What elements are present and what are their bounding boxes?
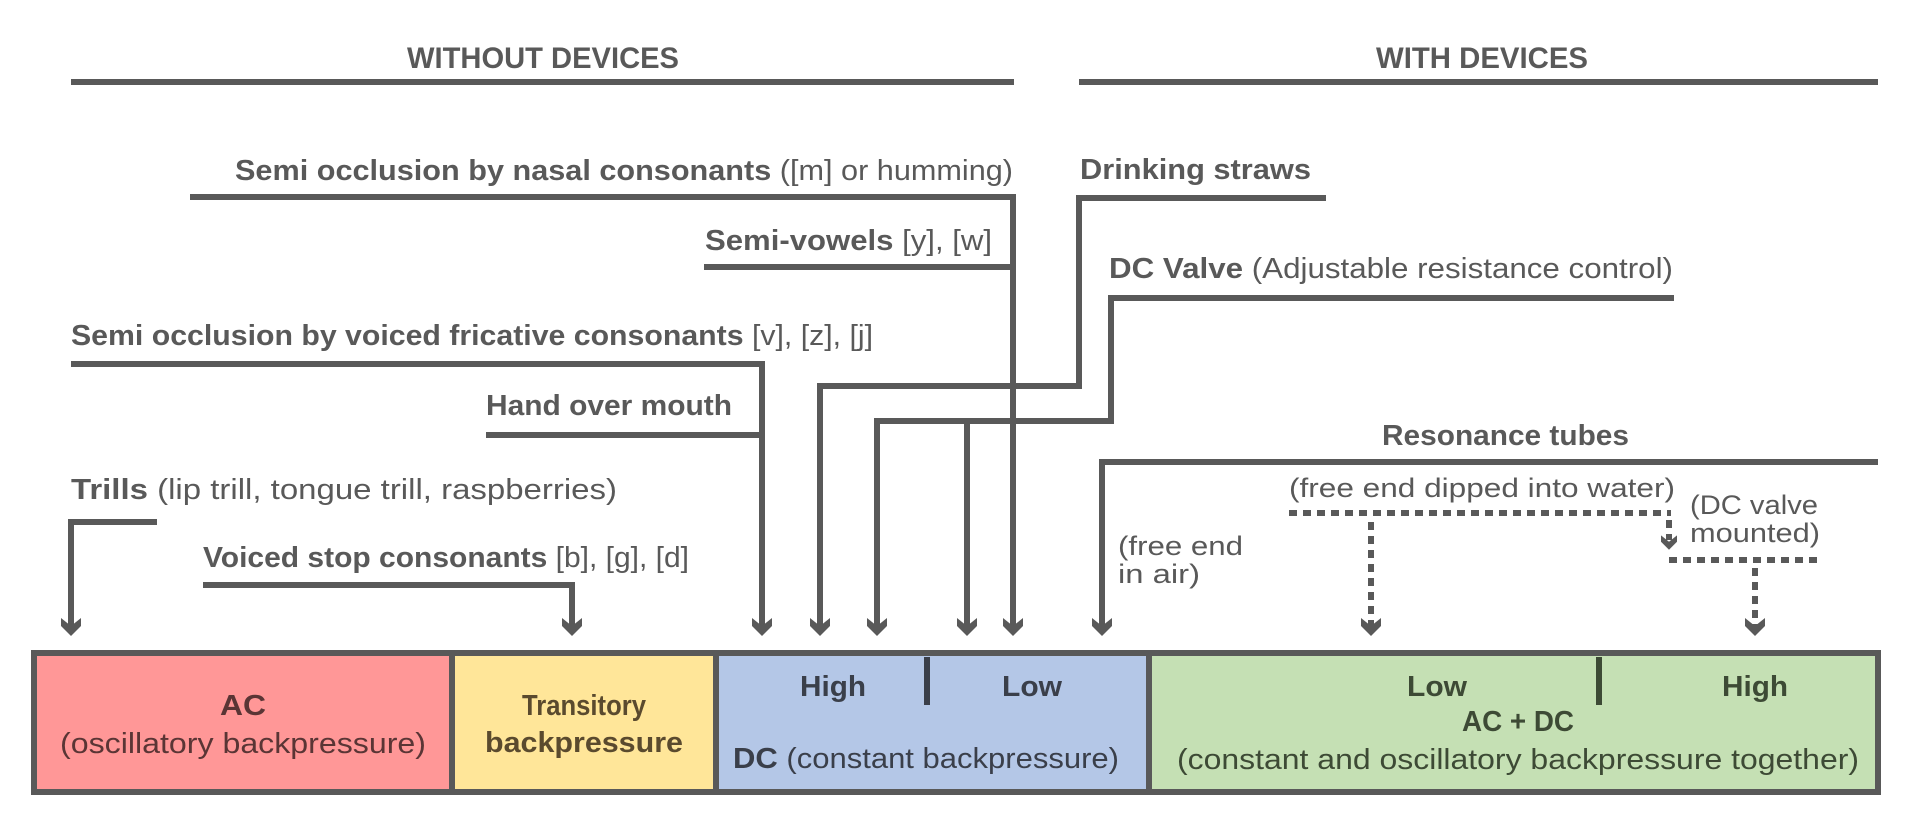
category-dc [716,653,1149,792]
connector-dc-valve-line [874,295,1674,628]
arrow-down-icon [1745,618,1765,636]
connector-drinking-straws [810,195,1326,636]
category-ac [34,653,449,792]
connector-nasal [190,194,1023,636]
note-dc-valve-mounted-line1: (DC valve [1690,490,1818,520]
section-title-with-devices: WITH DEVICES [1376,42,1588,75]
section-with-devices: WITH DEVICES [1079,42,1878,85]
connector-straws-line [817,195,1326,628]
category-ac-dc-subtitle: (constant and oscillatory backpressure t… [1177,744,1859,776]
label-drinking-straws: Drinking straws [1080,154,1311,186]
category-transitory [449,653,716,792]
section-title-without-devices: WITHOUT DEVICES [407,42,679,75]
acdc-level-divider [1596,657,1602,705]
category-dc-label: DC (constant backpressure) [733,743,1119,775]
label-hand-over-mouth: Hand over mouth [486,390,732,422]
category-ac-dc [1149,653,1878,792]
connector-fricatives-line [71,361,765,628]
dc-level-high: High [800,671,866,703]
note-free-end-air-line1: (free end [1118,531,1243,561]
section-without-devices: WITHOUT DEVICES [71,42,1014,85]
category-transitory-subtitle: backpressure [485,727,683,759]
note-dc-valve-mounted-line2: mounted) [1690,518,1820,548]
category-ac-subtitle: (oscillatory backpressure) [60,728,426,760]
category-ac-dc-title: AC + DC [1462,706,1574,738]
acdc-level-high: High [1722,671,1788,703]
connector-nasal-line [190,194,1016,628]
label-voiced-fricatives: Semi occlusion by voiced fricative conso… [71,320,873,352]
label-resonance-tubes: Resonance tubes [1382,420,1629,452]
category-ac-title: AC [220,690,266,722]
connector-voiced-stops-line [203,582,575,628]
bar-outline [31,650,1881,795]
dc-level-low: Low [1002,671,1062,703]
note-free-end-water: (free end dipped into water) [1289,473,1675,503]
connector-trills-line [68,519,157,628]
connector-trills [61,519,157,636]
connector-dc-valve [867,295,1674,636]
connector-voiced-stops [203,582,582,636]
label-trills: Trills (lip trill, tongue trill, raspber… [71,474,617,506]
backpressure-bar: AC (oscillatory backpressure) Transitory… [31,650,1881,795]
connector-fricatives [71,361,772,636]
label-nasal-consonants: Semi occlusion by nasal consonants ([m] … [235,155,1013,187]
label-semi-vowels: Semi-vowels [y], [w] [705,225,992,257]
acdc-level-low: Low [1407,671,1467,703]
dc-level-divider [924,657,930,705]
connector-resonance-tubes [1092,459,1878,636]
note-free-end-air-line2: in air) [1118,559,1200,589]
label-voiced-stops: Voiced stop consonants [b], [g], [d] [203,542,689,574]
label-dc-valve: DC Valve (Adjustable resistance control) [1109,253,1673,285]
connector-resonance-line [1099,459,1878,628]
category-transitory-title: Transitory [522,690,646,722]
